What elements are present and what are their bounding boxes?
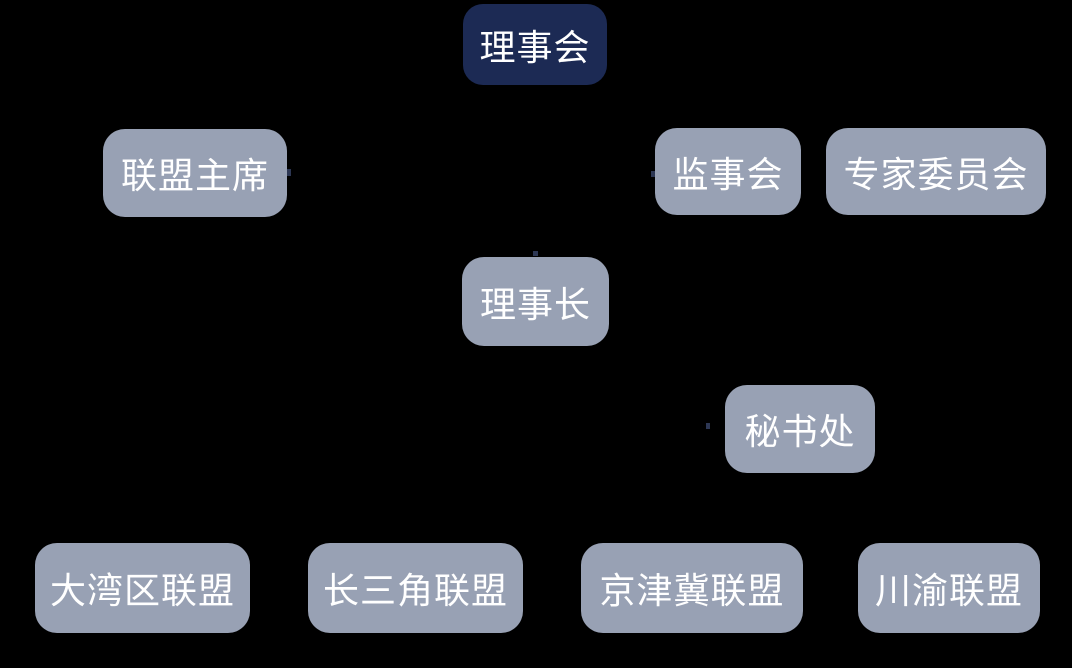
org-node-jing-jin-ji-alliance-label: 京津冀联盟 — [599, 570, 785, 611]
org-node-supervisory-board: 监事会 — [655, 128, 801, 215]
org-node-president: 理事长 — [462, 257, 609, 346]
connector-stub — [533, 251, 538, 256]
org-node-expert-committee: 专家委员会 — [826, 128, 1046, 215]
org-node-president-label: 理事长 — [479, 283, 591, 325]
org-node-expert-committee-label: 专家委员会 — [843, 153, 1029, 195]
org-node-yangtze-delta-alliance: 长三角联盟 — [308, 543, 523, 633]
org-node-alliance-chairman-label: 联盟主席 — [120, 155, 269, 196]
org-node-jing-jin-ji-alliance: 京津冀联盟 — [581, 543, 803, 633]
org-node-greater-bay-alliance: 大湾区联盟 — [35, 543, 250, 633]
org-node-chuan-yu-alliance-label: 川渝联盟 — [874, 570, 1023, 611]
connector-stub — [287, 169, 291, 176]
org-node-secretariat: 秘书处 — [725, 385, 875, 473]
org-node-council-label: 理事会 — [479, 26, 591, 68]
connector-stub — [651, 171, 655, 177]
org-node-supervisory-board-label: 监事会 — [672, 153, 784, 195]
org-node-chuan-yu-alliance: 川渝联盟 — [858, 543, 1040, 633]
org-node-greater-bay-alliance-label: 大湾区联盟 — [49, 570, 235, 611]
org-node-alliance-chairman: 联盟主席 — [103, 129, 287, 217]
org-node-council: 理事会 — [463, 4, 607, 85]
org-node-secretariat-label: 秘书处 — [744, 411, 856, 452]
org-node-yangtze-delta-alliance-label: 长三角联盟 — [322, 570, 508, 611]
connector-stub — [706, 423, 710, 429]
